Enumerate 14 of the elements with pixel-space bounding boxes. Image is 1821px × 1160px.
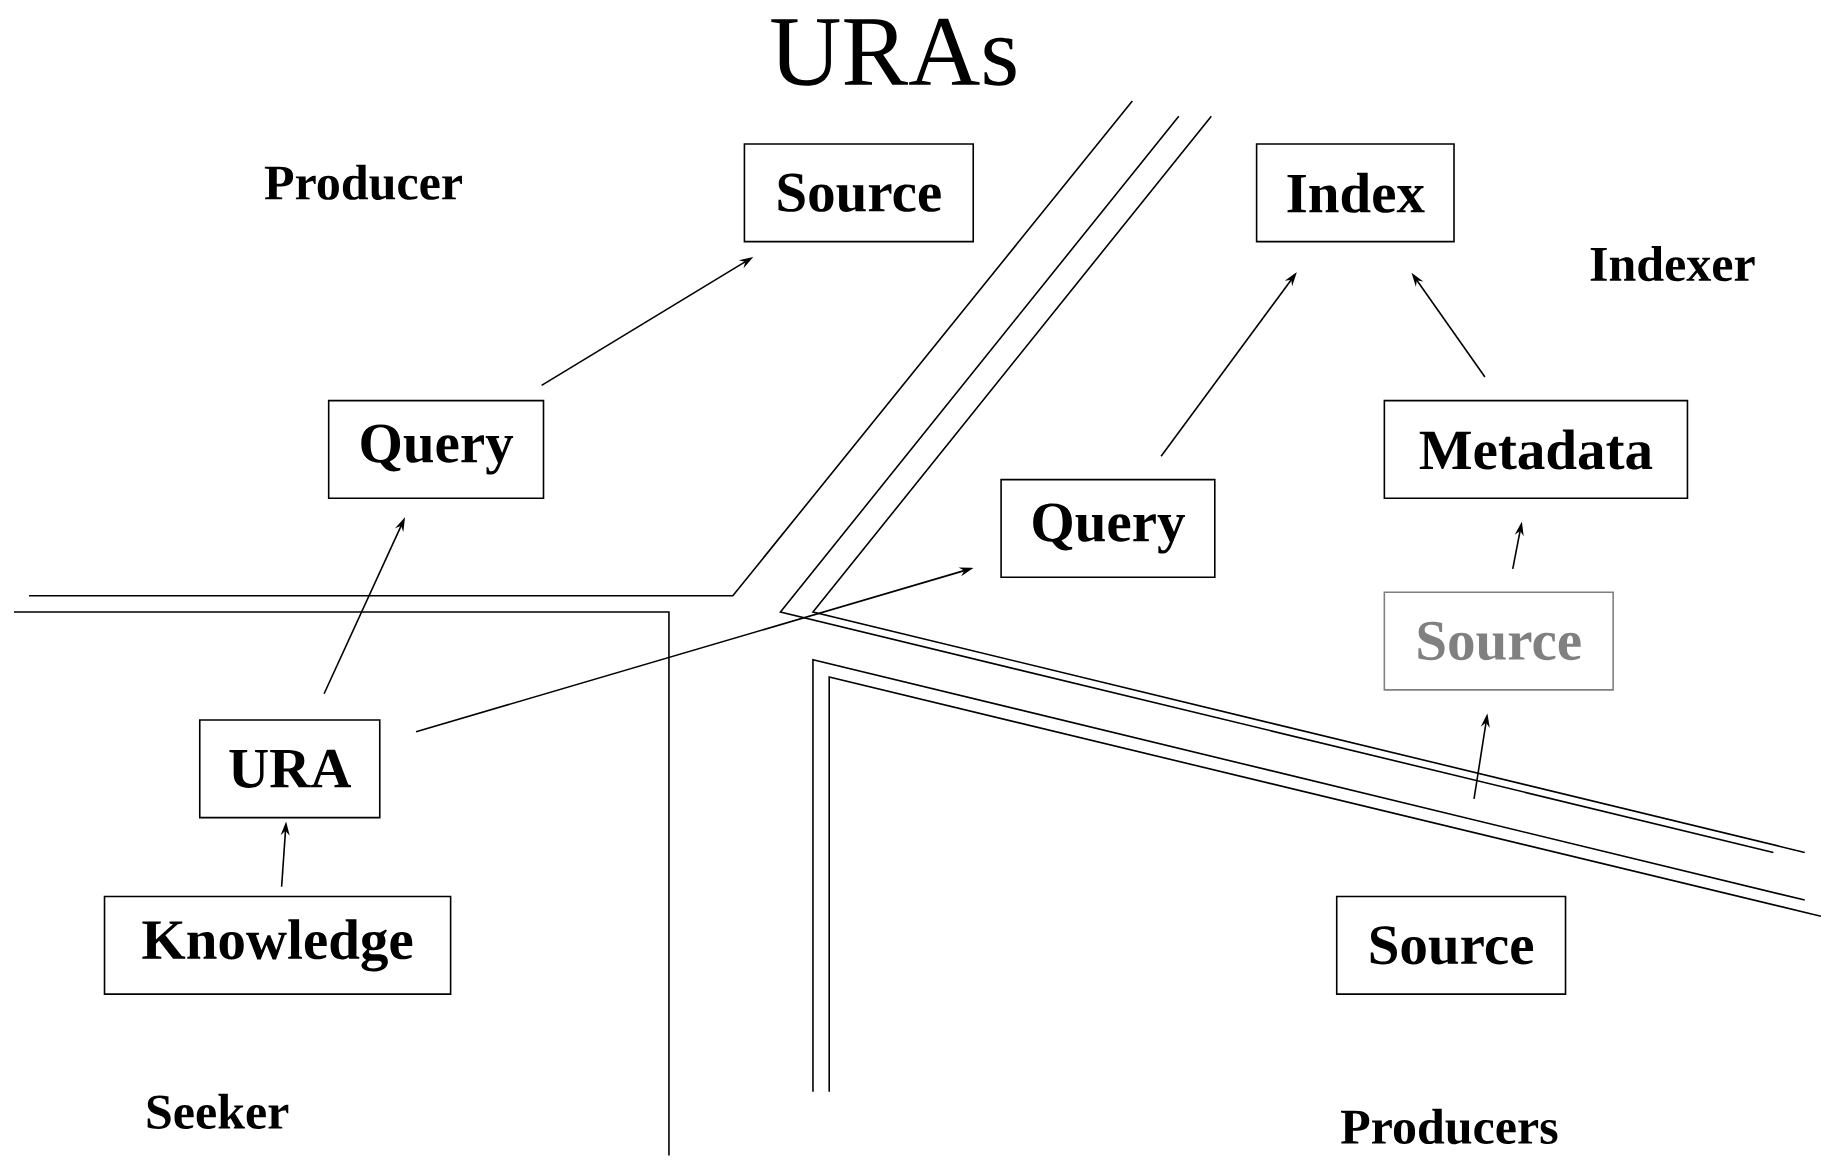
- process-box: Source: [743, 143, 975, 243]
- region-label: Producers: [1341, 1108, 1558, 1145]
- process-box: URA: [198, 719, 381, 819]
- process-box: Knowledge: [103, 895, 452, 995]
- process-box: Metadata: [1383, 399, 1689, 499]
- region-label: Indexer: [1590, 245, 1755, 282]
- title: URAs: [771, 18, 1016, 86]
- process-box: Index: [1255, 143, 1455, 243]
- region-label: Producer: [264, 164, 462, 200]
- process-box: Source: [1335, 895, 1567, 995]
- process-box: Source: [1383, 591, 1614, 691]
- process-box: Query: [1000, 478, 1216, 578]
- process-box: Query: [327, 399, 545, 499]
- region-label: Seeker: [147, 1093, 289, 1129]
